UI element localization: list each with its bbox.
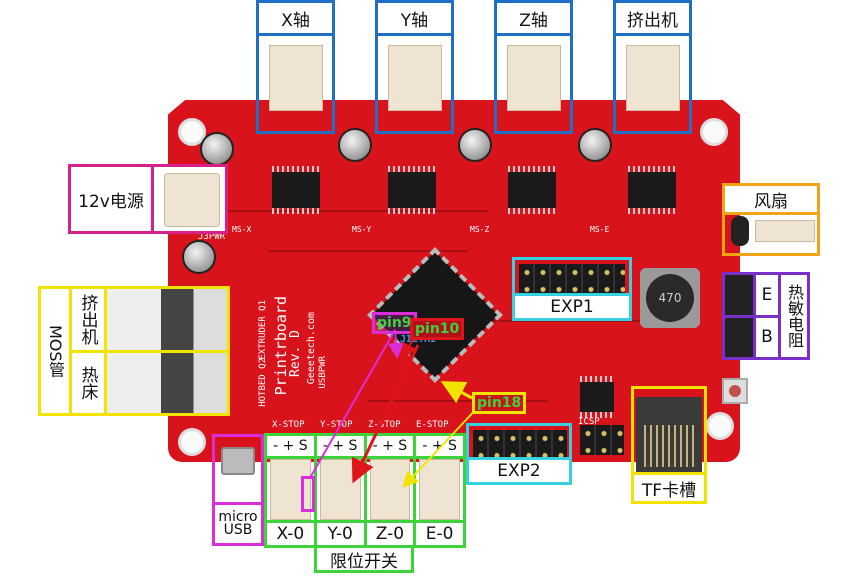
power-label: 12v电源 (71, 167, 154, 231)
exp1-label: EXP1 (515, 293, 629, 318)
silk-zstop: Z-STOP (368, 420, 401, 430)
pin10-arrow-to-y (351, 344, 420, 484)
pcb-trace (228, 210, 488, 212)
endstop-x-pinout: - + S (267, 436, 314, 459)
tf-label: TF卡槽 (634, 472, 704, 501)
fan-box: 风扇 (722, 183, 820, 256)
endstop-z: - + S Z-0 (366, 436, 417, 545)
pin10-tag: pin10 (410, 318, 465, 340)
reset-button-cap (729, 385, 741, 397)
silk-ms-z: MS-Z (470, 225, 490, 234)
motor-x-label: X轴 (259, 3, 332, 36)
mounting-hole (178, 428, 206, 456)
fan-connector[interactable] (755, 220, 815, 242)
stepper-driver-chip (388, 166, 436, 214)
pcb-trace (488, 320, 668, 322)
silk-ms-e: MS-E (590, 225, 610, 234)
mos-box: MOS管 挤出机 热床 (38, 286, 230, 416)
endstop-y: - + S Y-0 (316, 436, 367, 545)
fan-pins (731, 216, 749, 246)
pin9-arrow-to-x (309, 329, 396, 479)
thermistor-e-header[interactable] (725, 275, 753, 318)
usb-box: micro USB (212, 434, 264, 546)
motor-x-connector[interactable] (269, 45, 323, 111)
exp1-header[interactable] (519, 264, 625, 296)
usb-label: micro USB (215, 502, 261, 543)
motor-x-box: X轴 (256, 0, 335, 134)
capacitor (182, 240, 216, 274)
mos-group-label: MOS管 (41, 289, 72, 413)
exp1-box: EXP1 (512, 257, 632, 321)
pin18-tag: pin18 (472, 392, 527, 414)
stepper-driver-chip (628, 166, 676, 214)
tf-card-pins (644, 425, 694, 467)
endstop-e-label: E-0 (416, 520, 463, 545)
capacitor (200, 132, 234, 166)
pin18-arrow-to-z (402, 404, 481, 488)
silk-ystop: Y-STOP (320, 420, 353, 430)
thermistor-b-header[interactable] (725, 317, 753, 357)
thermistor-group-label: 热敏电阻 (781, 275, 807, 357)
motor-z-label: Z轴 (497, 3, 570, 36)
inductor-value: 470 (646, 274, 694, 322)
silk-power: J3PWR (198, 232, 226, 242)
silk-xstop: X-STOP (272, 420, 305, 430)
stepper-driver-chip (272, 166, 320, 214)
silk-ms-y: MS-Y (352, 225, 372, 234)
stepper-driver-chip (508, 166, 556, 214)
ic-chip (580, 376, 614, 418)
silk-icsp: ICSP (578, 417, 600, 427)
pin18-arrow-to-mcu (440, 381, 473, 404)
endstops-box: - + S X-0 - + S Y-0 - + S Z-0 - + S E-0 (264, 433, 466, 548)
endstop-z-label: Z-0 (366, 520, 414, 545)
exp2-header[interactable] (473, 430, 567, 460)
reset-button[interactable] (722, 378, 748, 404)
mounting-hole (706, 412, 734, 440)
silk-ms-x: MS-X (232, 225, 252, 234)
endstop-y-label: Y-0 (316, 520, 364, 545)
mounting-hole (700, 118, 728, 146)
power-box: 12v电源 (68, 164, 228, 234)
endstop-e-connector[interactable] (419, 459, 460, 520)
mos-hotbed-connector[interactable] (107, 352, 227, 413)
power-connector[interactable] (164, 173, 220, 227)
endstop-e: - + S E-0 (416, 436, 463, 545)
endstop-z-connector[interactable] (369, 459, 411, 520)
inductor: 470 (640, 268, 700, 328)
mos-extruder-label: 挤出机 (72, 289, 107, 350)
motor-y-connector[interactable] (388, 45, 442, 111)
motor-y-box: Y轴 (375, 0, 454, 134)
endstops-group-label: 限位开关 (314, 545, 414, 573)
motor-extruder-connector[interactable] (626, 45, 680, 111)
mos-hotbed-label: 热床 (72, 352, 107, 413)
mounting-hole (178, 118, 206, 146)
motor-z-box: Z轴 (494, 0, 573, 134)
thermistor-b-label: B (756, 317, 778, 357)
fan-label: 风扇 (725, 186, 817, 215)
motor-extruder-box: 挤出机 (613, 0, 692, 134)
mos-extruder-connector[interactable] (107, 289, 227, 350)
capacitor (338, 128, 372, 162)
icsp-header[interactable] (580, 425, 624, 455)
motor-z-connector[interactable] (507, 45, 561, 111)
exp2-label: EXP2 (469, 457, 569, 482)
thermistor-e-label: E (756, 275, 778, 318)
pcb-trace (268, 250, 468, 252)
pin9-arrow-to-mcu (388, 329, 405, 359)
motor-y-label: Y轴 (378, 3, 451, 36)
silk-estop: E-STOP (416, 420, 449, 430)
exp2-box: EXP2 (466, 423, 572, 485)
capacitor (578, 128, 612, 162)
usb-port[interactable] (221, 447, 255, 475)
tf-card-slot[interactable] (636, 397, 702, 473)
endstop-z-pinout: - + S (366, 436, 414, 459)
capacitor (458, 128, 492, 162)
x-signal-pin-highlight (301, 476, 315, 512)
tf-box: TF卡槽 (631, 386, 707, 504)
motor-extruder-label: 挤出机 (616, 3, 689, 36)
endstop-x-label: X-0 (267, 520, 314, 545)
thermistor-box: E B 热敏电阻 (722, 272, 810, 360)
